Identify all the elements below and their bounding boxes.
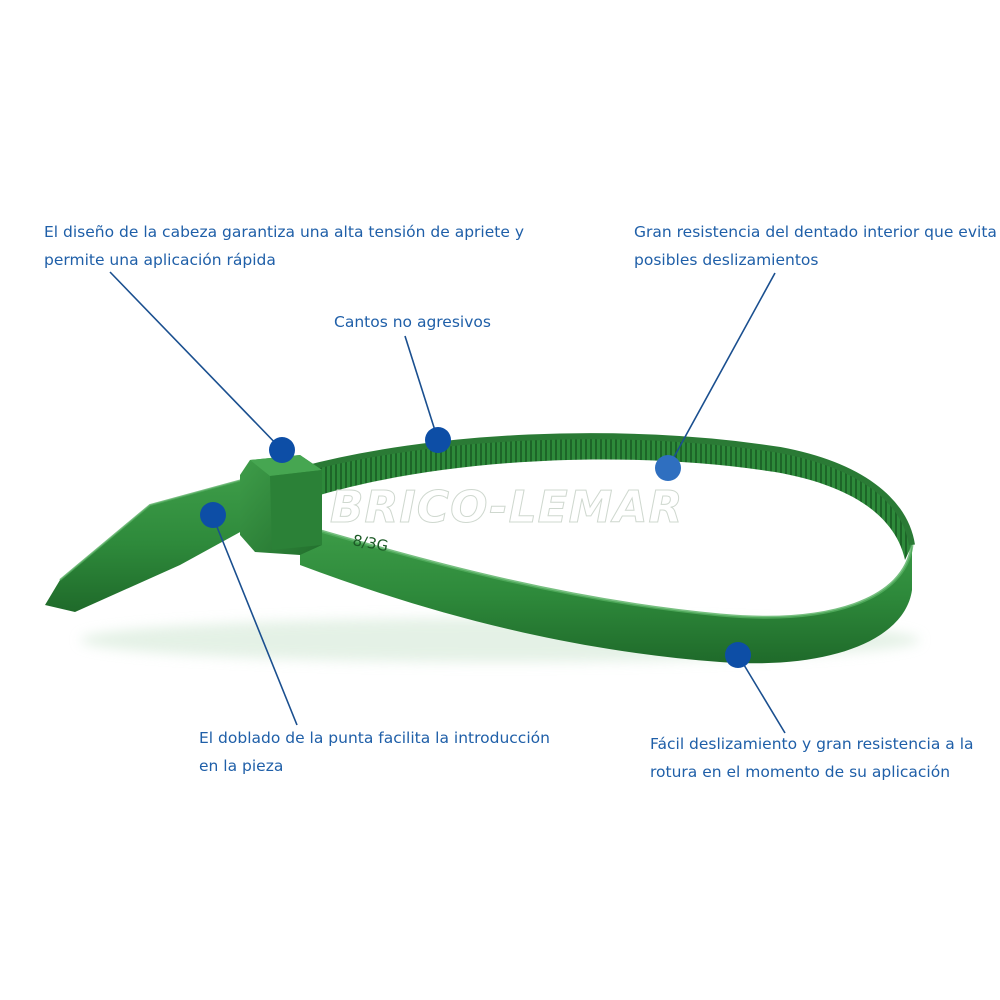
leader-line-strength bbox=[737, 654, 786, 734]
marker-strength bbox=[725, 642, 751, 668]
callout-teeth-line2: posibles deslizamientos bbox=[634, 251, 819, 269]
tie-band-back-edge bbox=[299, 433, 915, 546]
callout-strength-line2: rotura en el momento de su aplicación bbox=[650, 763, 951, 781]
callout-teeth: Gran resistencia del dentado interior qu… bbox=[634, 218, 997, 274]
callout-strength: Fácil deslizamiento y gran resistencia a… bbox=[650, 730, 974, 786]
tie-band-back bbox=[300, 436, 912, 560]
marker-head bbox=[269, 437, 295, 463]
watermark: BRICO-LEMAR bbox=[330, 482, 683, 533]
leader-lines bbox=[109, 271, 786, 734]
tie-band-front bbox=[300, 525, 912, 664]
tie-head-face bbox=[270, 470, 322, 550]
tie-tail bbox=[45, 475, 262, 612]
leader-line-tip bbox=[212, 516, 298, 726]
callout-tip-line1: El doblado de la punta facilita la intro… bbox=[199, 729, 550, 747]
marker-teeth bbox=[655, 455, 681, 481]
callout-edges-line1: Cantos no agresivos bbox=[334, 313, 491, 331]
callout-edges: Cantos no agresivos bbox=[334, 308, 491, 336]
marker-tip bbox=[200, 502, 226, 528]
leader-line-head bbox=[109, 271, 283, 451]
callout-head-design-line1: El diseño de la cabeza garantiza una alt… bbox=[44, 223, 524, 241]
callout-head-design-line2: permite una aplicación rápida bbox=[44, 251, 276, 269]
callout-teeth-line1: Gran resistencia del dentado interior qu… bbox=[634, 223, 997, 241]
tie-head-top bbox=[250, 455, 322, 476]
callout-head-design: El diseño de la cabeza garantiza una alt… bbox=[44, 218, 524, 274]
callout-markers bbox=[200, 427, 751, 668]
tie-marking: 8/3G bbox=[351, 531, 389, 555]
callout-tip: El doblado de la punta facilita la intro… bbox=[199, 724, 550, 780]
tie-band-front-highlight bbox=[299, 523, 914, 619]
tie-tail-edge bbox=[59, 474, 261, 581]
leader-line-teeth bbox=[667, 272, 776, 469]
callout-strength-line1: Fácil deslizamiento y gran resistencia a… bbox=[650, 735, 974, 753]
leader-line-edges bbox=[404, 335, 439, 441]
callout-tip-line2: en la pieza bbox=[199, 757, 284, 775]
marker-edges bbox=[425, 427, 451, 453]
